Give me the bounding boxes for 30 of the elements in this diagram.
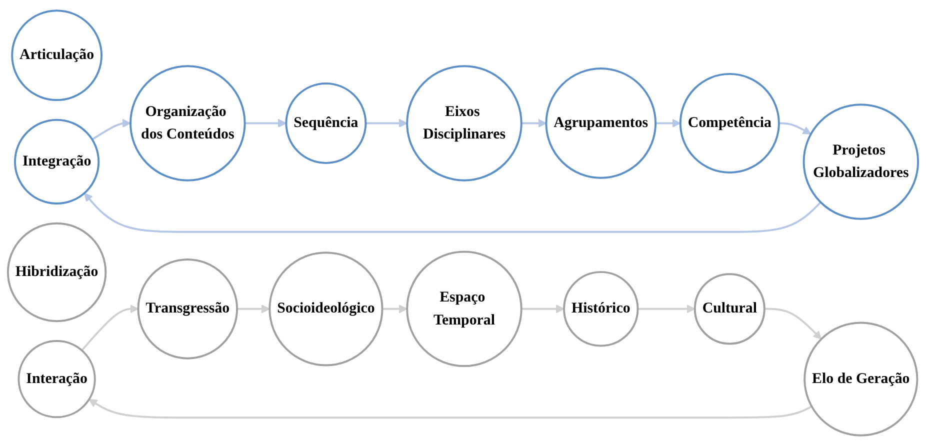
node-circle: Sequência (285, 82, 367, 164)
arrow (84, 192, 822, 233)
node-circle: Organização dos Conteúdos (130, 65, 246, 182)
arrow (778, 122, 812, 134)
arrow (764, 308, 822, 340)
arrow (656, 118, 681, 128)
node-circle: Cultural (694, 273, 766, 345)
arrow (244, 118, 287, 128)
arrow (382, 304, 408, 314)
node-circle: Histórico (563, 271, 639, 347)
arrow (237, 304, 270, 314)
node-circle: Projetos Globalizadores (802, 104, 920, 220)
node-circle: Hibridização (6, 222, 107, 322)
arrow (521, 118, 547, 128)
node-circle: Elo de Geração (804, 322, 918, 436)
arrow (92, 118, 131, 140)
arrow (638, 304, 696, 314)
arrow (366, 118, 408, 128)
node-circle: Interação (18, 340, 96, 418)
node-circle: Socioideológico (268, 252, 384, 366)
node-circle: Espaço Temporal (406, 250, 522, 368)
node-circle: Eixos Disciplinares (406, 65, 522, 182)
node-circle: Integração (14, 118, 100, 205)
node-circle: Transgressão (137, 258, 238, 360)
arrow (521, 304, 564, 314)
node-circle: Competência (679, 72, 780, 174)
arrow (81, 304, 139, 352)
arrow (88, 398, 812, 419)
node-circle: Articulação (11, 10, 102, 102)
node-circle: Agrupamentos (545, 68, 657, 179)
